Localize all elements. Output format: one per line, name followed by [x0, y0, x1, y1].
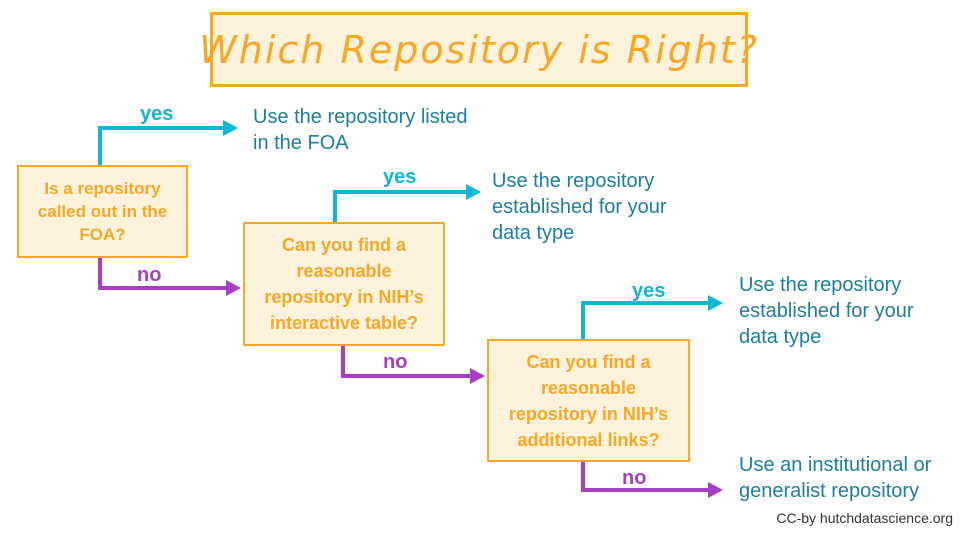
q3-yes-label: yes [632, 280, 666, 302]
q3-yes-arrow-horizontal [581, 301, 709, 305]
q2-no-arrow-vertical [341, 346, 345, 378]
q2-yes-arrow-head [466, 184, 481, 200]
q3-yes-arrow-vertical [581, 301, 585, 339]
q3-no-arrow-vertical [581, 462, 585, 492]
q2-no-arrow-head [470, 368, 485, 384]
q2-no-arrow-horizontal [341, 374, 470, 378]
q3-no-arrow-head [708, 482, 723, 498]
page-title: Which Repository is Right? [199, 27, 759, 72]
q1-yes-label: yes [140, 103, 174, 125]
title-box: Which Repository is Right? [199, 12, 757, 87]
q3-no-label: no [622, 467, 647, 489]
q2-yes-arrow-horizontal [333, 190, 467, 194]
q1-yes-arrow-vertical [98, 126, 102, 166]
q2-yes-label: yes [383, 166, 417, 188]
q3-yes-arrow-head [708, 295, 723, 311]
credit-text: CC-by hutchdatascience.org [776, 510, 953, 526]
q1-yes-arrow-horizontal [98, 126, 224, 130]
q1-no-arrow-horizontal [98, 286, 226, 290]
q2-yes-arrow-vertical [333, 190, 337, 222]
q1-yes-arrow-head [223, 120, 238, 136]
q1-no-arrow-head [226, 280, 241, 296]
q3-no-arrow-horizontal [581, 488, 709, 492]
q1-no-label: no [137, 264, 162, 286]
q1-no-arrow-vertical [98, 258, 102, 290]
q2-no-label: no [383, 351, 408, 373]
